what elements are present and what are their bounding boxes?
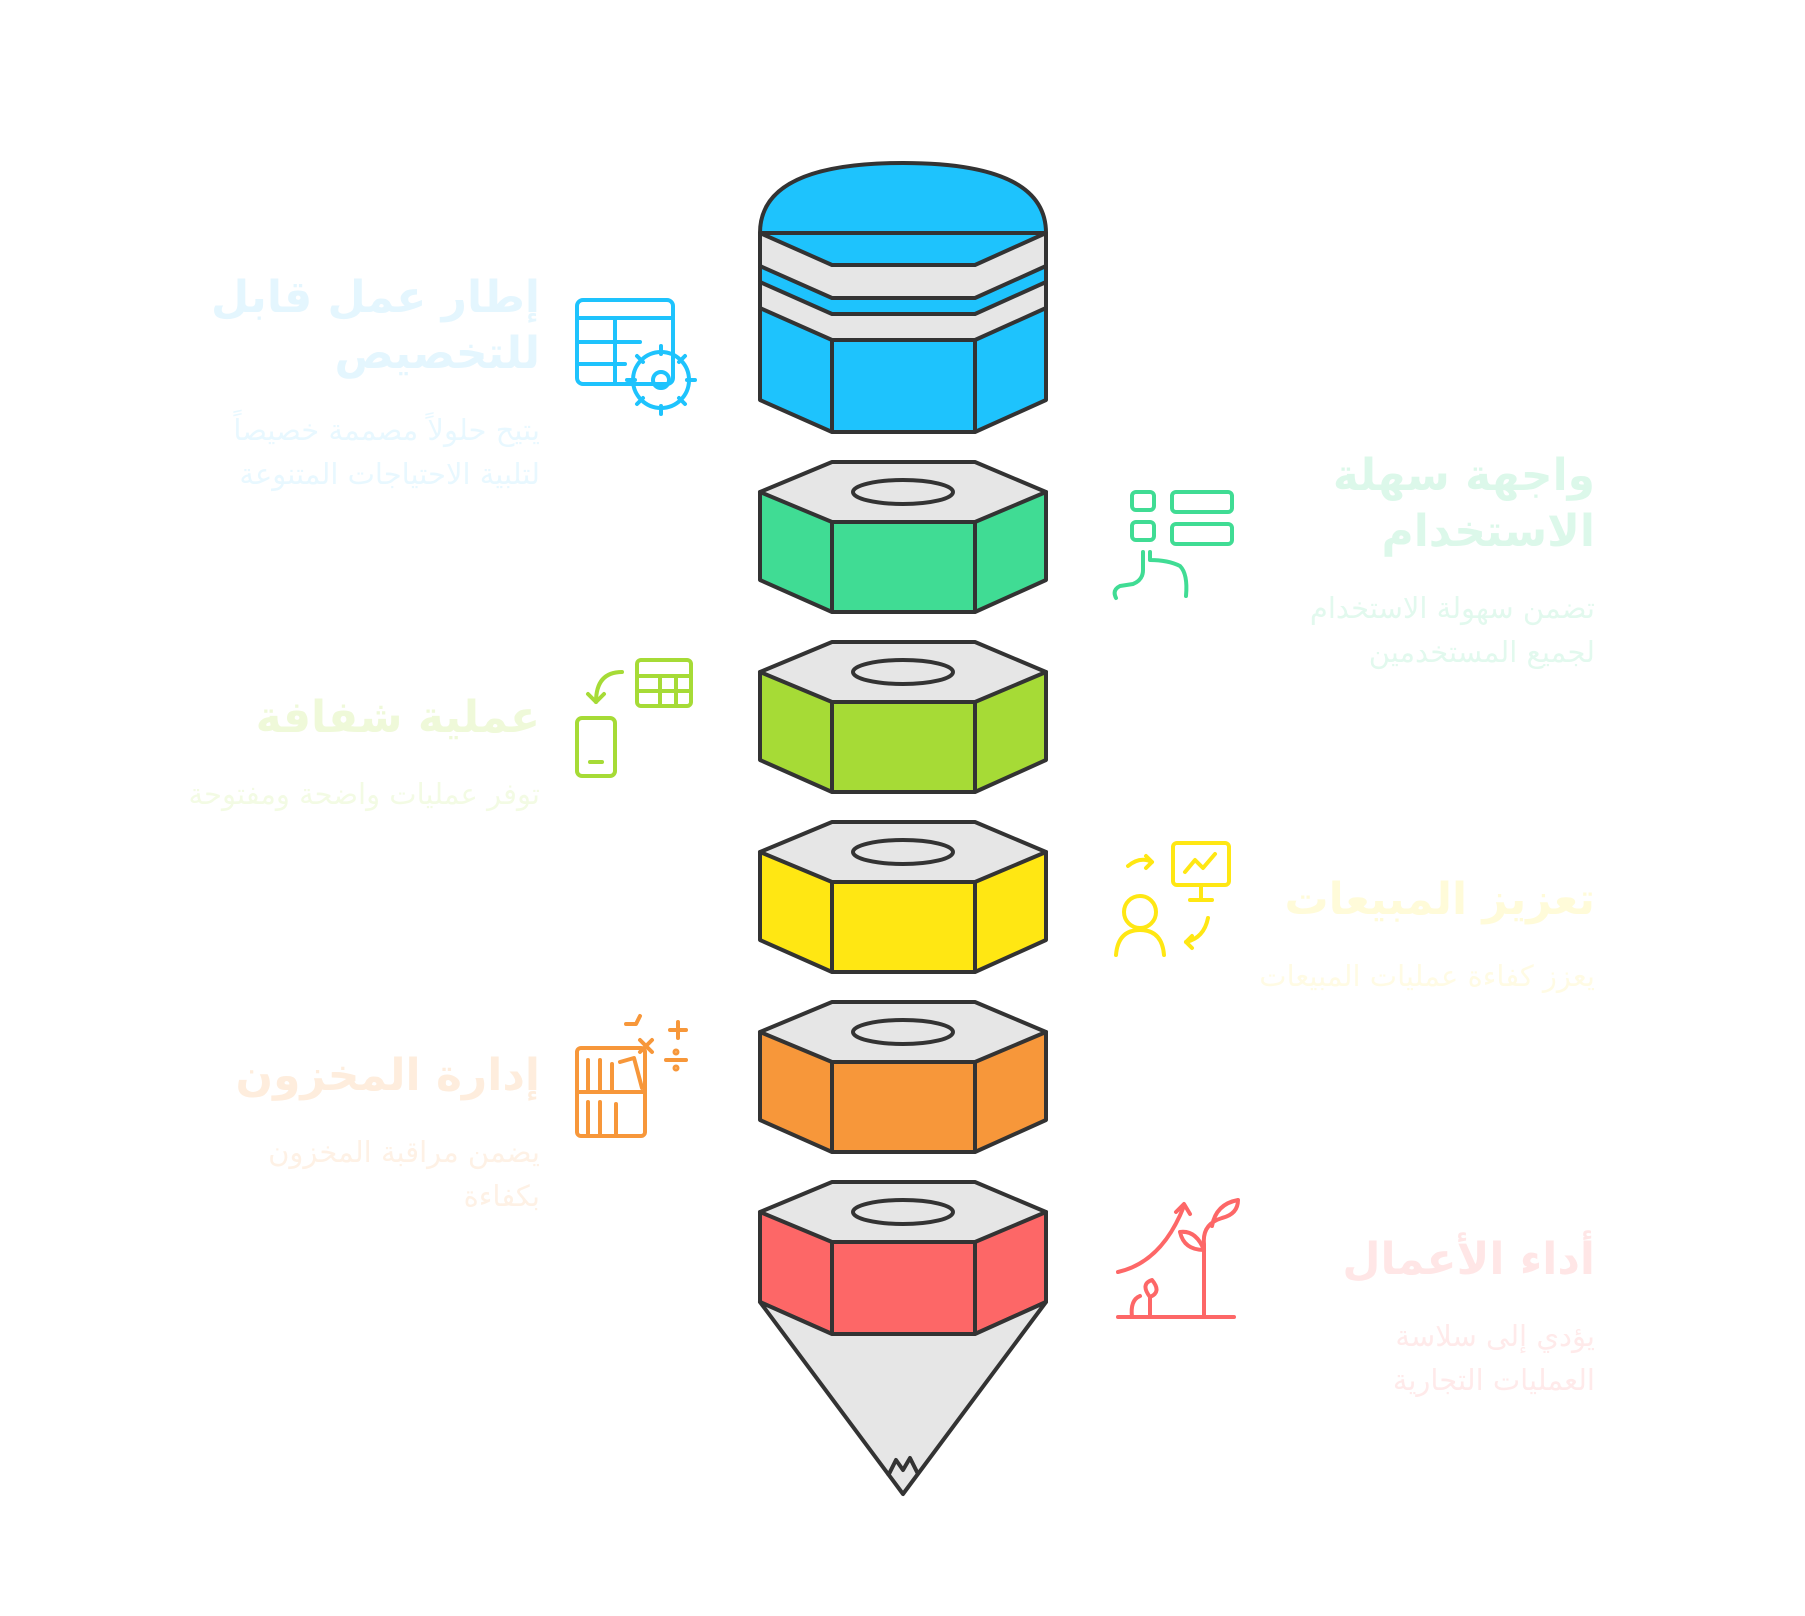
growth-plant-icon: [1116, 1198, 1240, 1319]
table-gear-icon: [575, 298, 697, 416]
title-performance: أداء الأعمال: [1342, 1234, 1595, 1285]
title-framework: إطار عمل قابل للتخصيص: [211, 272, 540, 379]
desc-framework: يتيح حلولاً مصممة خصيصاً لتلبية الاحتياج…: [233, 413, 540, 491]
desc-performance: يؤدي إلى سلاسة العمليات التجارية: [1392, 1319, 1595, 1397]
phone-sync-table-icon: [575, 658, 693, 778]
pencil-segment-sales: [758, 820, 1048, 974]
pencil-segment-transparent: [758, 640, 1048, 794]
pencil-segment-performance: [758, 1180, 1048, 1336]
desc-transparent: توفر عمليات واضحة ومفتوحة: [188, 777, 541, 811]
presenter-chart-icon: [1114, 841, 1231, 957]
desc-interface: تضمن سهولة الاستخدام لجميع المستخدمين: [1309, 591, 1595, 669]
title-inventory: إدارة المخزون: [235, 1050, 540, 1101]
shelves-math-icon: [575, 1014, 688, 1138]
title-transparent: عملية شفافة: [255, 692, 540, 743]
label-interface: واجهة سهلة الاستخدام تضمن سهولة الاستخدا…: [1155, 448, 1595, 674]
title-interface: واجهة سهلة الاستخدام: [1332, 450, 1595, 557]
pencil-segment-interface: [758, 460, 1048, 614]
label-sales: تعزيز المبيعات يعزز كفاءة عمليات المبيعا…: [1155, 872, 1595, 998]
label-performance: أداء الأعمال يؤدي إلى سلاسة العمليات الت…: [1155, 1232, 1595, 1402]
desc-inventory: يضمن مراقبة المخزون بكفاءة: [268, 1135, 540, 1213]
label-framework: إطار عمل قابل للتخصيص يتيح حلولاً مصممة …: [100, 270, 540, 496]
pencil-eraser-segment: [758, 161, 1048, 434]
title-sales: تعزيز المبيعات: [1284, 874, 1595, 925]
touch-interface-icon: [1112, 490, 1234, 600]
label-transparent: عملية شفافة توفر عمليات واضحة ومفتوحة: [100, 690, 541, 816]
pencil-segment-inventory: [758, 1000, 1048, 1154]
label-inventory: إدارة المخزون يضمن مراقبة المخزون بكفاءة: [100, 1048, 540, 1218]
desc-sales: يعزز كفاءة عمليات المبيعات: [1259, 959, 1595, 993]
pencil-tip: [758, 1300, 1048, 1496]
